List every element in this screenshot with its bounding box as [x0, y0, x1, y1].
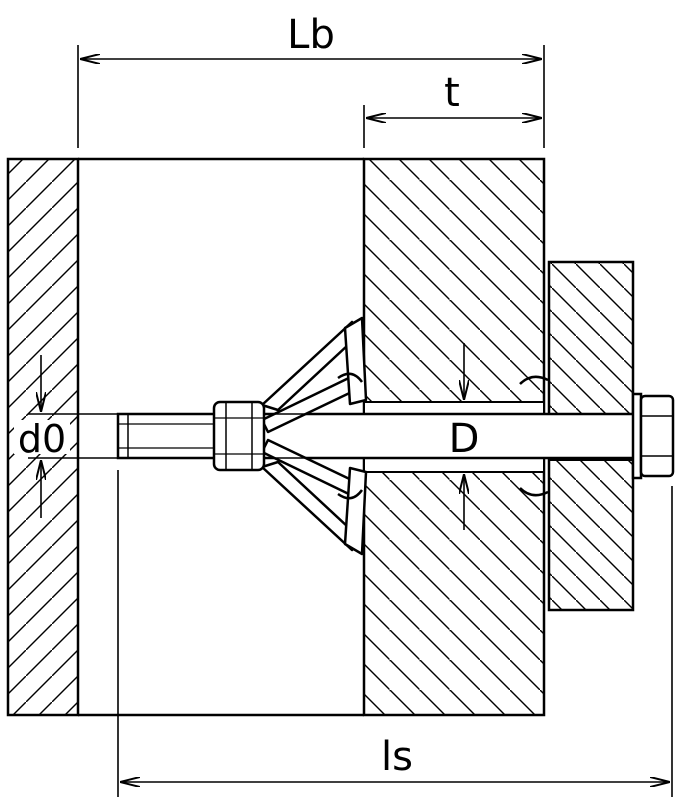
- label-ls: ls: [381, 734, 413, 780]
- screw-shank: [116, 412, 640, 460]
- dimension-lb: Lb: [77, 12, 545, 148]
- anchor-clips: [519, 375, 549, 497]
- dimension-d: D: [449, 343, 480, 530]
- label-t: t: [444, 70, 460, 116]
- dimension-t: t: [363, 70, 542, 148]
- label-d: D: [449, 416, 480, 462]
- screw-head: [631, 392, 675, 480]
- anchor-sleeve: [212, 400, 266, 472]
- anchor-expansion-legs: [260, 316, 368, 556]
- dimension-ls: ls: [117, 470, 673, 797]
- cavity-outline: [78, 157, 364, 717]
- dimension-d0: d0: [14, 355, 118, 518]
- label-d0: d0: [18, 417, 66, 461]
- label-lb: Lb: [287, 12, 335, 58]
